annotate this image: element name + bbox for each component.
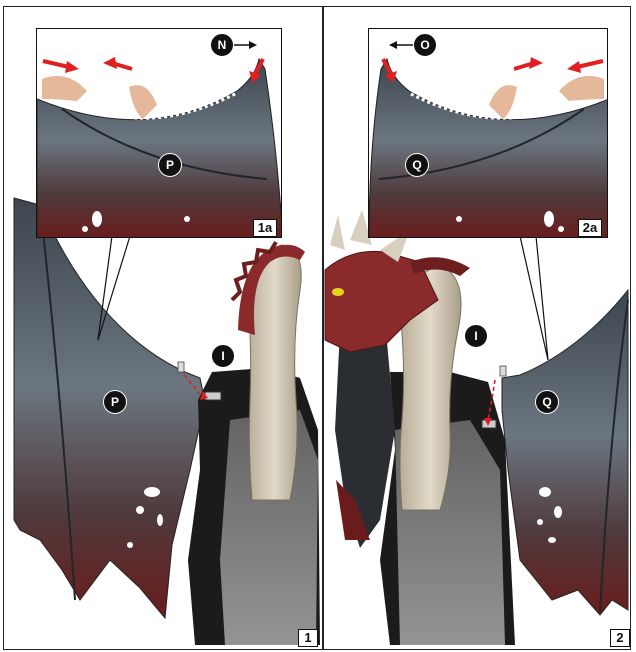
left-dragon	[188, 242, 320, 645]
callout-hook-right: O	[413, 33, 437, 57]
inset-2a	[368, 28, 608, 238]
callout-wing-inset-left: P	[158, 153, 182, 177]
callout-bracket-right: I	[464, 324, 488, 348]
right-wing-main	[502, 290, 628, 615]
inset-1a	[36, 28, 282, 238]
right-inset-pointer	[520, 236, 548, 360]
callout-wing-inset-right: Q	[405, 153, 429, 177]
callout-wing-main-left: P	[103, 390, 127, 414]
callout-wing-main-right: Q	[535, 390, 559, 414]
step-label-1: 1	[298, 629, 318, 647]
inset-label-1a: 1a	[253, 219, 277, 237]
inset-1a-illustration	[37, 29, 282, 238]
callout-hook-left: N	[210, 33, 234, 57]
callout-bracket-left: I	[211, 344, 235, 368]
step-label-2: 2	[610, 629, 630, 647]
right-dragon	[325, 210, 515, 645]
inset-2a-illustration	[369, 29, 608, 238]
inset-label-2a: 2a	[578, 219, 602, 237]
